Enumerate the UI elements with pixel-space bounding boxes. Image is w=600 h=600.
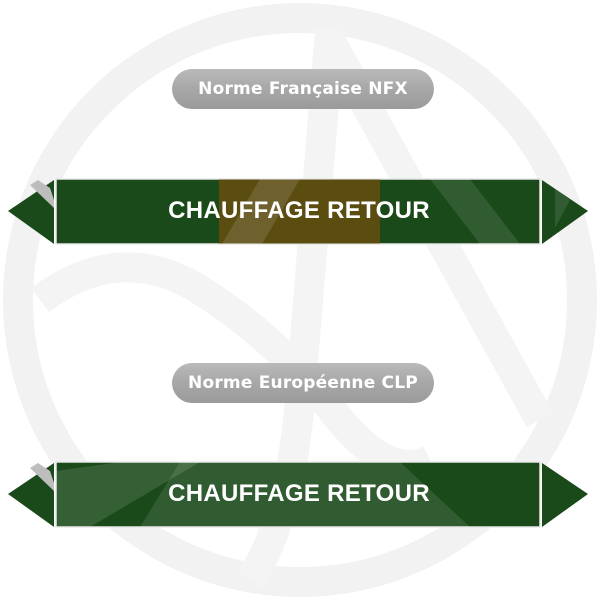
standard-label-nfx: Norme Française NFX — [172, 69, 434, 109]
pipe-marker-nfx: CHAUFFAGE RETOUR — [0, 178, 600, 248]
pipe-marker-clp: CHAUFFAGE RETOUR — [0, 461, 600, 531]
pipe-marker-shape — [8, 461, 588, 528]
standard-label-text: Norme Européenne CLP — [188, 373, 418, 393]
pipe-marker-text: CHAUFFAGE RETOUR — [168, 480, 430, 507]
standard-label-clp: Norme Européenne CLP — [172, 363, 434, 403]
standard-label-text: Norme Française NFX — [198, 79, 408, 99]
pipe-marker-text: CHAUFFAGE RETOUR — [168, 197, 430, 224]
pipe-marker-shape — [8, 178, 588, 245]
